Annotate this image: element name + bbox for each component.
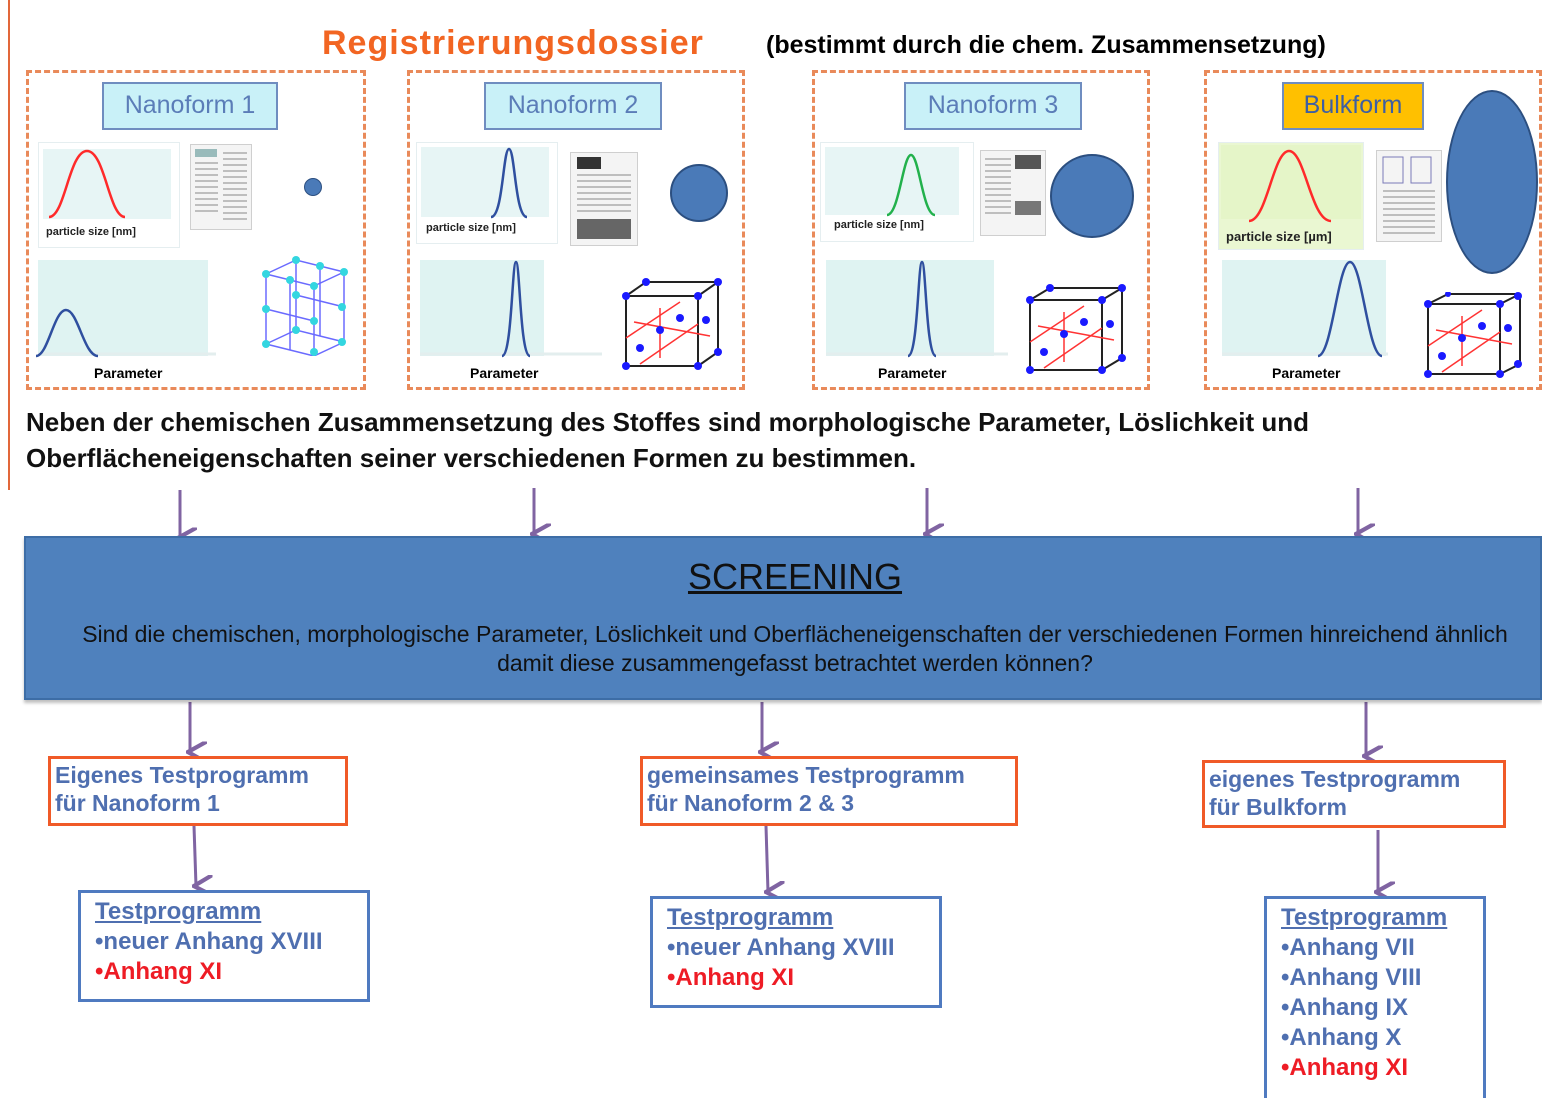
- crystal-lattice-icon-1: [252, 252, 352, 357]
- panel-bulkform: [1204, 70, 1542, 390]
- left-accent-rule: [8, 0, 10, 490]
- screening-question: Sind die chemischen, morphologische Para…: [82, 621, 1508, 676]
- document-thumbnail-2: [570, 152, 638, 246]
- size-distribution-chart-3: [820, 142, 974, 242]
- program-box-nanoform-1: Eigenes Testprogramm für Nanoform 1: [48, 756, 348, 826]
- program-1-line2: für Nanoform 1: [55, 790, 220, 816]
- program-3-line2: für Bulkform: [1209, 794, 1347, 820]
- testprogram-3-item: •Anhang VIII: [1281, 964, 1422, 991]
- particle-icon-3: [1050, 154, 1134, 238]
- parameter-label-1: Parameter: [94, 365, 163, 381]
- form-label-nanoform-3: Nanoform 3: [904, 82, 1082, 130]
- form-label-bulkform: Bulkform: [1282, 82, 1424, 130]
- screening-band: [24, 536, 1542, 700]
- crystal-cell-icon-2: [620, 278, 724, 370]
- panel-nanoform-1: [26, 70, 366, 390]
- testprogram-2-item: •neuer Anhang XVIII: [667, 934, 895, 961]
- crystal-cell-icon-4: [1422, 291, 1526, 380]
- testprogram-box-1: Testprogramm •neuer Anhang XVIII •Anhang…: [78, 890, 370, 1002]
- testprogram-3-highlight: •Anhang XI: [1281, 1054, 1409, 1081]
- program-1-line1: Eigenes Testprogramm: [55, 762, 309, 788]
- document-thumbnail-3: [980, 150, 1046, 236]
- program-box-nanoform-2-3: gemeinsames Testprogramm für Nanoform 2 …: [640, 756, 1018, 826]
- parameter-chart-2: [414, 258, 610, 368]
- chart-caption-1: particle size [nm]: [46, 226, 136, 238]
- program-box-bulkform: eigenes Testprogramm für Bulkform: [1202, 760, 1506, 828]
- size-distribution-chart-1: [38, 142, 180, 248]
- form-label-nanoform-2: Nanoform 2: [484, 82, 662, 130]
- crystal-cell-icon-3: [1024, 284, 1128, 374]
- panel-nanoform-3: [812, 70, 1150, 390]
- panel-nanoform-2: [407, 70, 745, 390]
- size-distribution-chart-4: [1218, 142, 1364, 250]
- arrow-program-2-to-test-2: [766, 825, 768, 892]
- testprogram-3-item: •Anhang X: [1281, 1024, 1402, 1051]
- size-distribution-chart-2: [416, 142, 558, 244]
- bulk-particle-icon: [1446, 90, 1538, 274]
- particle-icon-1: [304, 178, 322, 196]
- particle-icon-2: [670, 164, 728, 222]
- description-text: Neben der chemischen Zusammensetzung des…: [26, 407, 1309, 473]
- chart-caption-3: particle size [nm]: [834, 219, 924, 231]
- chart-caption-4: particle size [µm]: [1226, 229, 1332, 244]
- testprogram-2-highlight: •Anhang XI: [667, 964, 795, 991]
- document-thumbnail-1: [190, 144, 252, 230]
- testprogram-box-3: Testprogramm •Anhang VII •Anhang VIII •A…: [1264, 896, 1486, 1098]
- chart-caption-2: particle size [nm]: [426, 222, 516, 234]
- testprogram-1-highlight: •Anhang XI: [95, 958, 223, 985]
- program-2-line2: für Nanoform 2 & 3: [647, 790, 855, 816]
- parameter-chart-3: [820, 258, 1016, 368]
- size-distribution-plot-1: [43, 149, 171, 219]
- dossier-title: Registrierungsdossier: [322, 24, 704, 62]
- screening-title: SCREENING: [687, 556, 903, 597]
- arrow-program-1-to-test-1: [194, 825, 196, 886]
- parameter-label-4: Parameter: [1272, 365, 1341, 381]
- parameter-chart-4: [1216, 258, 1392, 368]
- testprogram-2-heading: Testprogramm: [667, 904, 834, 931]
- parameter-label-2: Parameter: [470, 365, 539, 381]
- testprogram-box-2: Testprogramm •neuer Anhang XVIII •Anhang…: [650, 896, 942, 1008]
- parameter-label-3: Parameter: [878, 365, 947, 381]
- testprogram-3-item: •Anhang IX: [1281, 994, 1409, 1021]
- dossier-subtitle: (bestimmt durch die chem. Zusammensetzun…: [766, 31, 1326, 59]
- testprogram-1-item: •neuer Anhang XVIII: [95, 928, 323, 955]
- program-3-line1: eigenes Testprogramm: [1209, 766, 1461, 792]
- document-thumbnail-4: [1376, 150, 1442, 242]
- testprogram-3-heading: Testprogramm: [1281, 904, 1448, 931]
- testprogram-3-item: •Anhang VII: [1281, 934, 1415, 961]
- testprogram-1-heading: Testprogramm: [95, 898, 262, 925]
- program-2-line1: gemeinsames Testprogramm: [647, 762, 965, 788]
- form-label-nanoform-1: Nanoform 1: [102, 82, 278, 130]
- parameter-chart-1: [32, 258, 222, 368]
